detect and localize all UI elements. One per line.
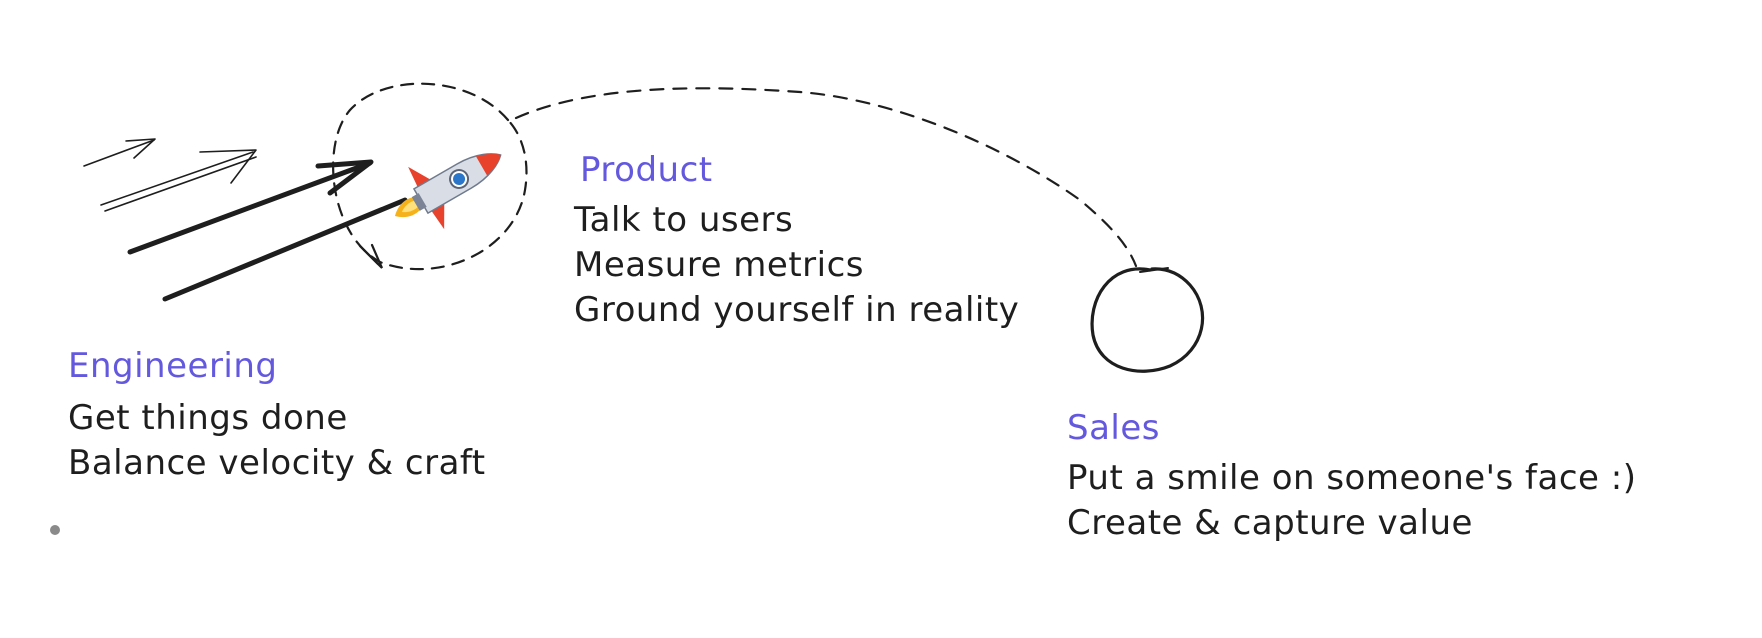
engineering-block: Engineering Get things done Balance velo… [68,346,486,486]
product-line-2: Measure metrics [574,245,865,285]
product-block: Product Talk to users Measure metrics Gr… [574,150,1019,333]
engineering-line-2: Balance velocity & craft [68,443,486,483]
thin-arrow-top [83,138,156,167]
rocket-nose [476,153,501,176]
dashed-trajectory-arc [514,87,1138,268]
thin-arrow-double [100,149,257,212]
rocket-window-glass [453,173,466,185]
sales-line-1: Put a smile on someone's face :) [1067,458,1637,498]
sales-line-2: Create & capture value [1067,503,1473,543]
engineering-line-1: Get things done [68,398,348,438]
dashed-loop-around-rocket [332,82,528,271]
sales-block: Sales Put a smile on someone's face :) C… [1067,408,1636,546]
thick-arrow-lower [162,197,408,302]
motion-arrows [83,138,408,302]
dashed-loop-arrowhead [358,243,384,269]
rocket-icon [394,153,502,230]
thick-arrow-upper [127,159,374,255]
hand-drawn-circle-icon [1090,267,1205,373]
product-line-3: Ground yourself in reality [574,290,1020,330]
product-heading: Product [580,150,713,190]
engineering-heading: Engineering [68,346,278,386]
product-line-1: Talk to users [574,200,794,240]
sales-heading: Sales [1067,408,1160,448]
rocket-nozzle [411,193,427,211]
resize-handle-dot[interactable] [50,525,60,535]
